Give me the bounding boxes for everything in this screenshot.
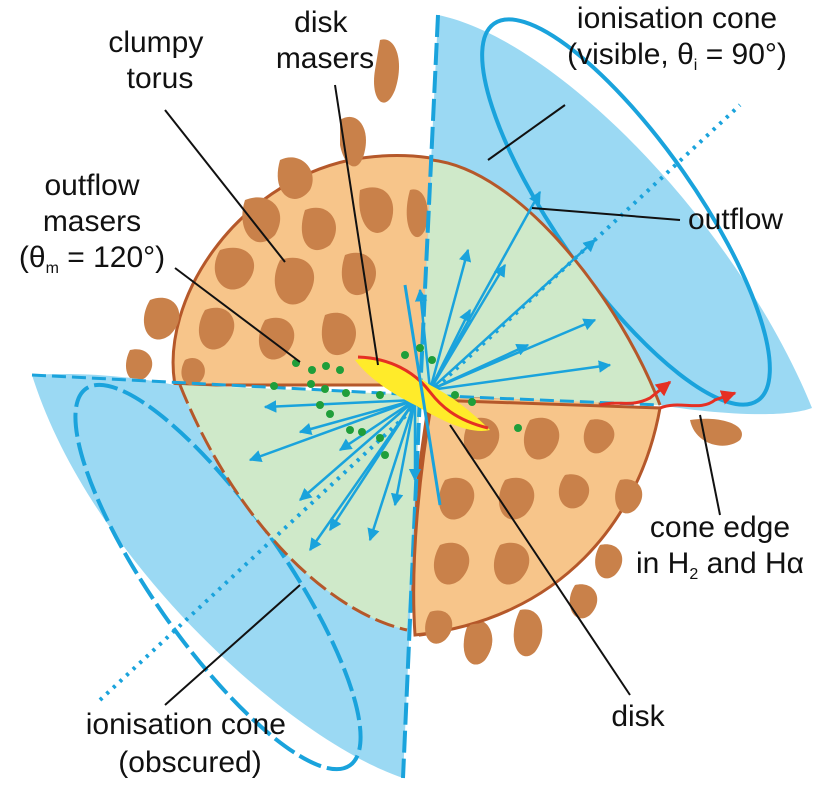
maser-dot	[342, 389, 350, 397]
label-cone-edge-line1: cone edge	[650, 511, 790, 544]
cone-edge-prefix: in H	[636, 547, 689, 580]
outflow-masers-subscript: m	[46, 260, 59, 277]
maser-dot	[468, 398, 476, 406]
disk-edge-line	[357, 355, 489, 430]
maser-dot	[346, 426, 354, 434]
cone-edge-subscript: 2	[689, 566, 698, 583]
outflow-arrow	[298, 398, 416, 436]
label-torus-line2: torus	[127, 62, 194, 95]
maser-dot	[358, 428, 366, 436]
leader-clumpy-torus	[164, 109, 286, 263]
edge-arrow-2	[659, 390, 737, 410]
maser-dot	[428, 356, 436, 364]
outflow-arrows	[248, 190, 612, 552]
label-ionisation-obscured: ionisation cone (obscured)	[86, 708, 295, 779]
maser-dot	[316, 401, 324, 409]
cone-edge-suffix: and Hα	[698, 547, 804, 580]
outflow-arrow	[390, 399, 417, 507]
outflow-arrow	[414, 288, 432, 391]
maser-dot	[336, 366, 344, 374]
label-disk-masers-line2: masers	[276, 42, 374, 75]
edge-arrow-1	[599, 380, 672, 407]
labels: clumpy torus disk masers ionisation cone…	[19, 2, 804, 779]
leader-outflow-masers	[174, 267, 301, 363]
outflow-arrow	[263, 398, 416, 413]
maser-dot	[381, 451, 389, 459]
outflow-arrow	[428, 190, 542, 391]
label-disk-masers: disk masers	[276, 6, 374, 75]
upper-inner-cone-edge	[431, 158, 662, 406]
cone-edge-arrows	[599, 380, 737, 410]
leader-ionisation-obscured	[164, 584, 301, 706]
lower-inner-cone-edge	[178, 384, 408, 632]
disk-vertical-line	[403, 284, 442, 506]
leader-disk	[449, 424, 631, 696]
maser-dot	[416, 344, 424, 352]
label-disk-masers-line1: disk	[294, 6, 348, 39]
label-cone-edge-line2: in H2 and Hα	[636, 547, 804, 583]
label-outflow: outflow	[688, 203, 783, 236]
outflow-arrow	[299, 399, 416, 501]
label-outflow-masers-line3: (θm = 120°)	[19, 241, 165, 277]
cone-axis	[98, 103, 742, 702]
maser-dot	[514, 424, 522, 432]
leader-ionisation-visible	[487, 104, 566, 161]
maser-dot	[308, 366, 316, 374]
maser-dot	[451, 391, 459, 399]
maser-dot	[322, 362, 330, 370]
label-ionisation-obscured-line2: (obscured)	[118, 746, 261, 779]
label-ionisation-visible-line1: ionisation cone	[577, 2, 777, 35]
maser-dot	[307, 380, 315, 388]
maser-dot	[321, 385, 329, 393]
maser-dot	[401, 351, 409, 359]
leader-lines	[164, 84, 721, 706]
maser-dot	[270, 382, 278, 390]
label-clumpy-torus: clumpy torus	[108, 26, 211, 95]
outflow-arrow	[367, 399, 417, 542]
outflow-masers-suffix: = 120°)	[59, 241, 165, 274]
leader-disk-masers	[334, 84, 379, 366]
outflow-arrow	[429, 360, 612, 392]
leader-outflow	[531, 207, 681, 221]
label-outflow-masers-line1: outflow	[44, 169, 139, 202]
label-disk: disk	[611, 700, 665, 733]
ionisation-visible-prefix: (visible, θ	[567, 38, 694, 71]
label-outflow-masers-line2: masers	[43, 205, 141, 238]
outflow-arrow	[308, 399, 417, 552]
label-ionisation-obscured-line1: ionisation cone	[86, 708, 286, 741]
outflow-arrow	[428, 248, 472, 391]
maser-dot	[326, 410, 334, 418]
ionisation-visible-suffix: = 90°)	[697, 38, 787, 71]
outflow-arrow	[429, 239, 596, 391]
torus-front	[412, 398, 662, 665]
ionisation-visible-subscript: i	[694, 57, 698, 74]
maser-dots	[270, 344, 522, 459]
maser-dot	[376, 434, 384, 442]
outflow-arrow	[248, 398, 416, 463]
outflow-masers-prefix: (θ	[19, 241, 46, 274]
outflow-arrow	[428, 308, 472, 391]
lower-cone-dashed-edge	[401, 394, 422, 779]
label-clumpy-line1: clumpy	[108, 26, 203, 59]
outflow-arrow	[428, 263, 507, 391]
lower-cone-base-dash	[31, 373, 421, 397]
accretion-disk	[355, 284, 490, 506]
maser-dot	[376, 391, 384, 399]
outflow-arrow	[338, 398, 416, 452]
outflow-arrow	[429, 343, 530, 392]
label-ionisation-visible-line2: (visible, θi = 90°)	[567, 38, 787, 74]
leader-cone-edge	[699, 414, 721, 516]
